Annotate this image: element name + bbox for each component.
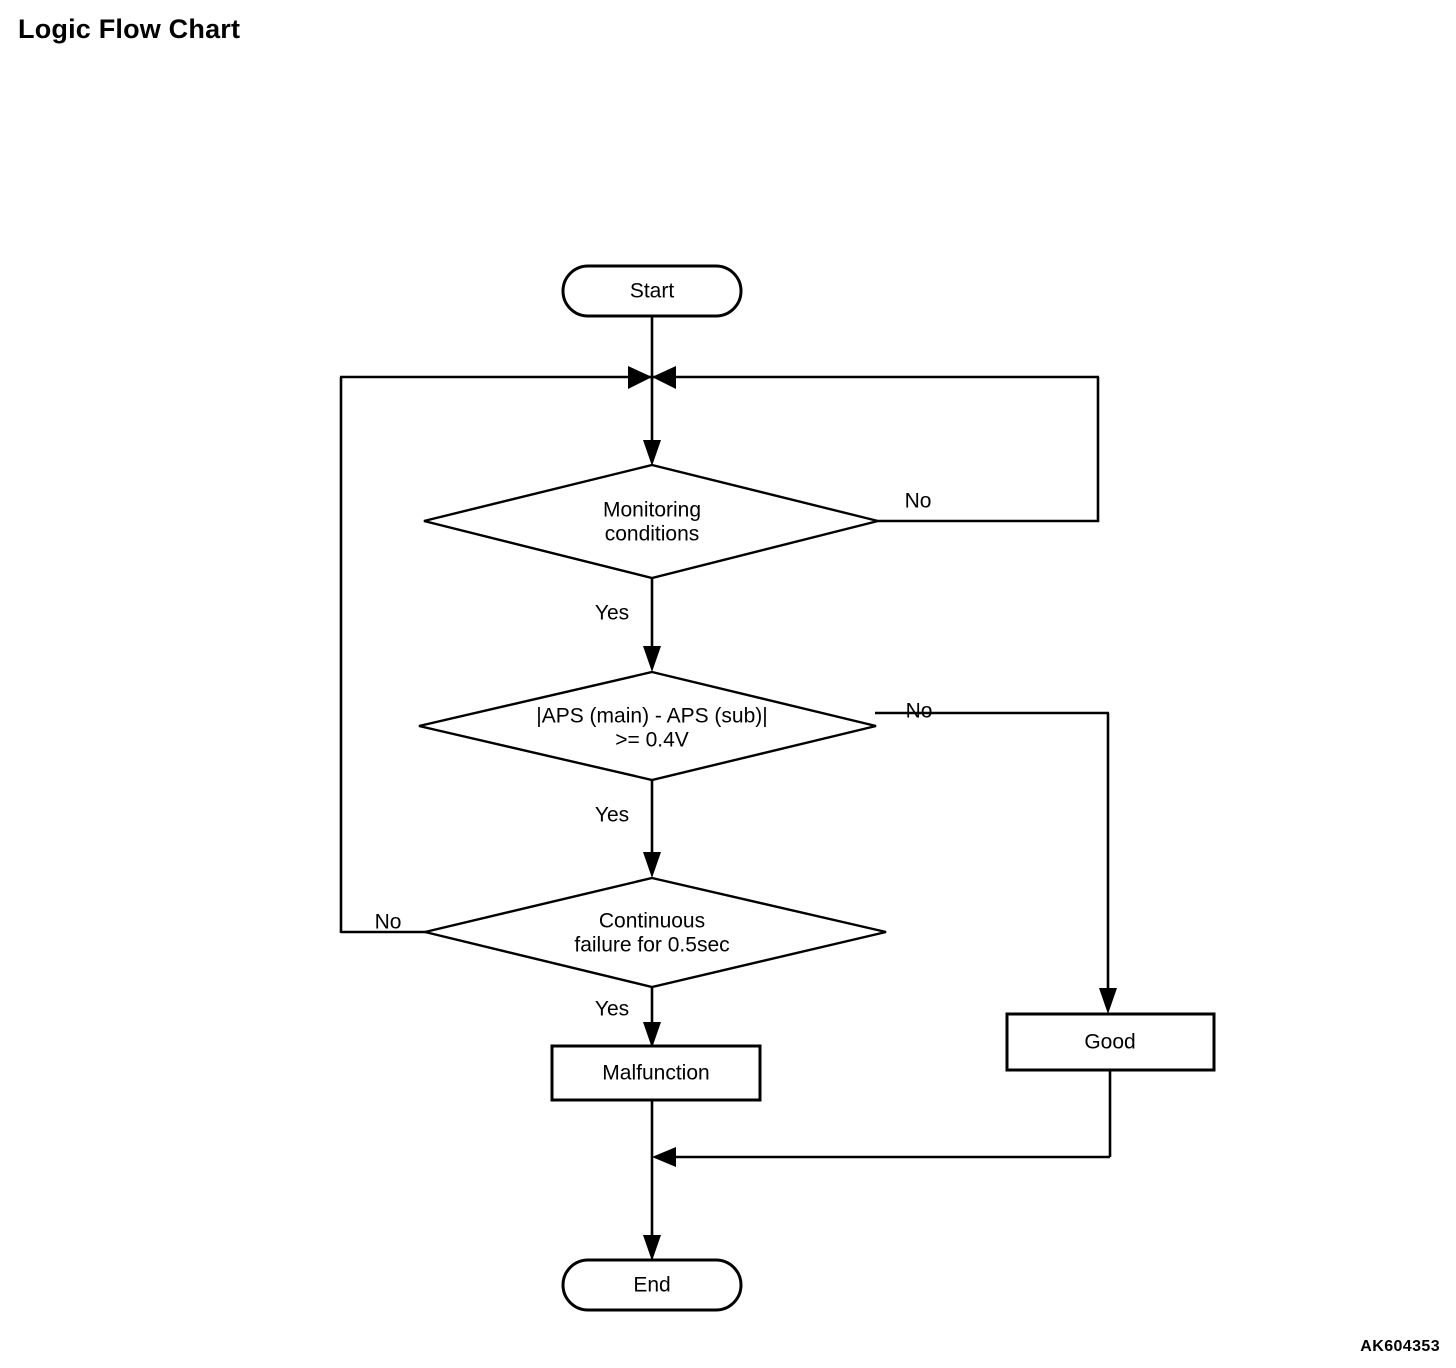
arrowhead-into-continuous xyxy=(643,852,661,878)
arrowhead-into-monitoring xyxy=(643,440,661,466)
arrowhead-into-good xyxy=(1099,988,1117,1014)
page-title: Logic Flow Chart xyxy=(18,14,241,44)
node-end[interactable] xyxy=(561,1258,743,1312)
node-monitoring-conditions-label-line2: conditions xyxy=(605,523,700,546)
arrowhead-into-end xyxy=(643,1235,661,1261)
edge-label-aps-no: No xyxy=(906,700,933,723)
arrowhead-into-malfunction xyxy=(643,1022,661,1048)
figure-id-label: AK604353 xyxy=(1360,1338,1440,1355)
edge-label-monitoring-yes: Yes xyxy=(595,602,629,625)
node-continuous-failure-label-line1: Continuous xyxy=(599,910,705,933)
node-malfunction-label: Malfunction xyxy=(602,1062,709,1085)
node-end-label: End xyxy=(633,1274,670,1297)
node-continuous-failure-label-line2: failure for 0.5sec xyxy=(574,934,729,957)
arrowhead-into-aps xyxy=(643,646,661,672)
node-start-label: Start xyxy=(630,280,675,303)
arrowhead-loop-right-into-junction xyxy=(652,366,676,389)
node-aps-difference-label-line1: |APS (main) - APS (sub)| xyxy=(536,705,767,728)
edge-label-continuous-no: No xyxy=(375,911,402,934)
node-good-label: Good xyxy=(1084,1031,1135,1054)
node-start[interactable] xyxy=(561,264,743,318)
edge-label-aps-yes: Yes xyxy=(595,804,629,827)
node-aps-difference[interactable] xyxy=(418,670,877,782)
node-aps-difference-label-line2: >= 0.4V xyxy=(615,729,689,752)
arrowhead-loop-left-into-junction xyxy=(628,366,652,389)
edge-label-monitoring-no: No xyxy=(905,490,932,513)
node-monitoring-conditions[interactable] xyxy=(423,463,879,580)
node-good[interactable] xyxy=(1005,1012,1216,1072)
node-malfunction[interactable] xyxy=(550,1044,762,1102)
edge-label-continuous-yes: Yes xyxy=(595,998,629,1021)
node-continuous-failure[interactable] xyxy=(424,876,887,989)
node-monitoring-conditions-label-line1: Monitoring xyxy=(603,499,701,522)
arrowhead-good-merge xyxy=(652,1147,676,1167)
